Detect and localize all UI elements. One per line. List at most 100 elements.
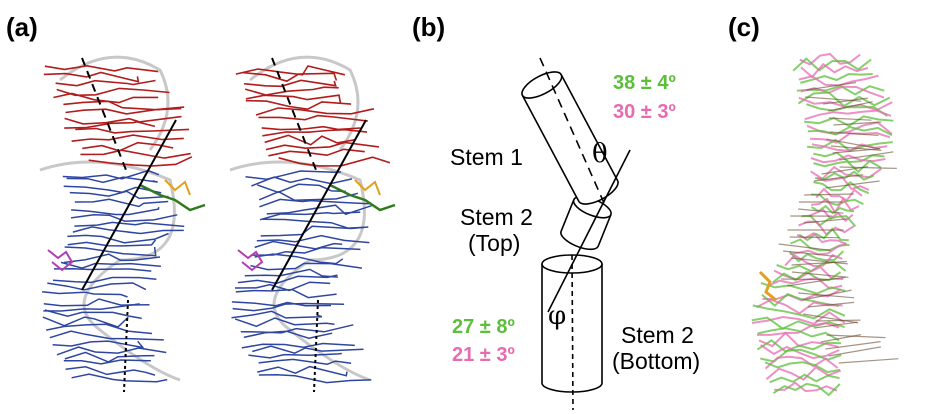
ensemble-strand bbox=[774, 381, 838, 393]
ensemble-core bbox=[833, 121, 882, 126]
stem1-residue bbox=[75, 127, 190, 134]
rna-structure-right bbox=[229, 55, 396, 384]
stem1-residue bbox=[244, 86, 339, 96]
bulge-residue bbox=[237, 249, 264, 272]
ensemble-strand bbox=[769, 373, 840, 384]
ensemble-strand bbox=[756, 339, 842, 353]
ensemble-strand bbox=[757, 327, 840, 342]
ensemble-strand bbox=[765, 366, 842, 381]
ensemble-strand bbox=[760, 344, 840, 360]
stem2-residue bbox=[47, 282, 147, 291]
stem2-bottom-axis bbox=[571, 254, 574, 411]
stem1-residue bbox=[88, 156, 193, 167]
stem1-residue bbox=[242, 71, 338, 83]
stem2-residue bbox=[52, 276, 157, 284]
stem1-residue bbox=[245, 99, 352, 111]
stem2-residue bbox=[69, 190, 169, 200]
stem2-residue bbox=[60, 261, 161, 269]
ensemble-strand bbox=[752, 304, 846, 320]
ensemble-strand bbox=[810, 131, 891, 144]
stem2-residue bbox=[258, 190, 359, 201]
stem1-residue bbox=[245, 94, 342, 103]
stem2-residue bbox=[43, 303, 140, 312]
ensemble-core bbox=[826, 138, 880, 150]
panel-label-c: (c) bbox=[728, 12, 760, 42]
ensemble-strand bbox=[798, 220, 855, 236]
ensemble-core bbox=[806, 81, 856, 91]
ensemble-core bbox=[807, 301, 855, 308]
stem2-residue bbox=[234, 317, 335, 328]
theta-value-pink: 30 ± 3º bbox=[613, 101, 676, 123]
stem2-axis-dotted bbox=[313, 299, 319, 393]
ensemble-core bbox=[823, 97, 869, 105]
panel-c-ensemble-overlay bbox=[751, 52, 899, 397]
ensemble-core bbox=[825, 341, 881, 350]
stem2-residue bbox=[259, 211, 361, 221]
ensemble-strand bbox=[798, 227, 849, 242]
stem2-residue bbox=[258, 374, 372, 384]
stem2-residue bbox=[53, 268, 152, 272]
bulge-residue bbox=[47, 249, 74, 272]
stem2-residue bbox=[72, 226, 184, 235]
stem1-residue bbox=[244, 79, 337, 88]
ensemble-core bbox=[826, 334, 886, 339]
stem1-axis-dashed bbox=[271, 57, 319, 176]
stem2-residue bbox=[257, 183, 346, 194]
ensemble-core bbox=[828, 101, 873, 112]
ensemble-core bbox=[828, 117, 872, 121]
ensemble-strand bbox=[751, 316, 845, 330]
panel-label-a: (a) bbox=[6, 12, 38, 42]
ensemble-core bbox=[814, 174, 864, 182]
panel-a-stereo-left bbox=[39, 55, 206, 393]
stem2-residue bbox=[66, 176, 158, 184]
stem2-residue bbox=[67, 239, 157, 247]
ensemble-strand bbox=[807, 125, 893, 137]
ensemble-core bbox=[829, 131, 879, 136]
stem1-residue bbox=[264, 134, 356, 146]
ensemble-core bbox=[814, 321, 858, 329]
stem2-residue bbox=[250, 262, 363, 271]
ensemble-strand bbox=[751, 311, 846, 325]
stem1-residue bbox=[44, 64, 159, 73]
ensemble-core bbox=[821, 166, 868, 175]
stem2-residue bbox=[244, 268, 338, 278]
stem2-residue bbox=[62, 169, 160, 180]
stem2-residue bbox=[74, 198, 169, 208]
ensemble-core bbox=[798, 208, 844, 214]
stem2-residue bbox=[71, 373, 168, 383]
theta-symbol: θ bbox=[592, 139, 608, 169]
ensemble-core bbox=[825, 180, 880, 189]
stem2-residue bbox=[245, 170, 342, 180]
junction-residue bbox=[139, 183, 206, 212]
stem2-residue bbox=[49, 330, 164, 341]
stem1-residue bbox=[64, 120, 156, 129]
stem2-residue bbox=[237, 274, 338, 285]
stem2-residue bbox=[56, 346, 167, 356]
stem2-residue bbox=[234, 281, 331, 292]
ensemble-strand bbox=[813, 159, 882, 174]
stem2-residue bbox=[44, 309, 142, 320]
stem2-residue bbox=[252, 345, 364, 355]
stem1-axis bbox=[539, 57, 605, 204]
theta-value-green: 38 ± 4º bbox=[613, 72, 676, 94]
junction-residue bbox=[164, 179, 191, 196]
backbone bbox=[249, 55, 360, 151]
junction-residue bbox=[354, 179, 381, 196]
phi-value-pink: 21 ± 3º bbox=[452, 344, 515, 366]
stem2-residue bbox=[259, 198, 370, 208]
ensemble-core bbox=[791, 260, 847, 266]
stem2-residue bbox=[235, 288, 337, 299]
ensemble-core bbox=[828, 346, 882, 357]
ensemble-strand bbox=[815, 187, 863, 202]
stem2-residue bbox=[65, 366, 156, 376]
ensemble-core bbox=[804, 193, 854, 196]
stem2-residue bbox=[256, 234, 370, 244]
ensemble-core bbox=[778, 243, 831, 251]
stem2-residue bbox=[63, 359, 151, 365]
backbone bbox=[59, 55, 170, 151]
stem1-residue bbox=[55, 79, 156, 87]
panel-a-stereo-right bbox=[229, 55, 396, 393]
stem2-residue bbox=[71, 206, 160, 216]
stem2-residue bbox=[63, 185, 162, 194]
